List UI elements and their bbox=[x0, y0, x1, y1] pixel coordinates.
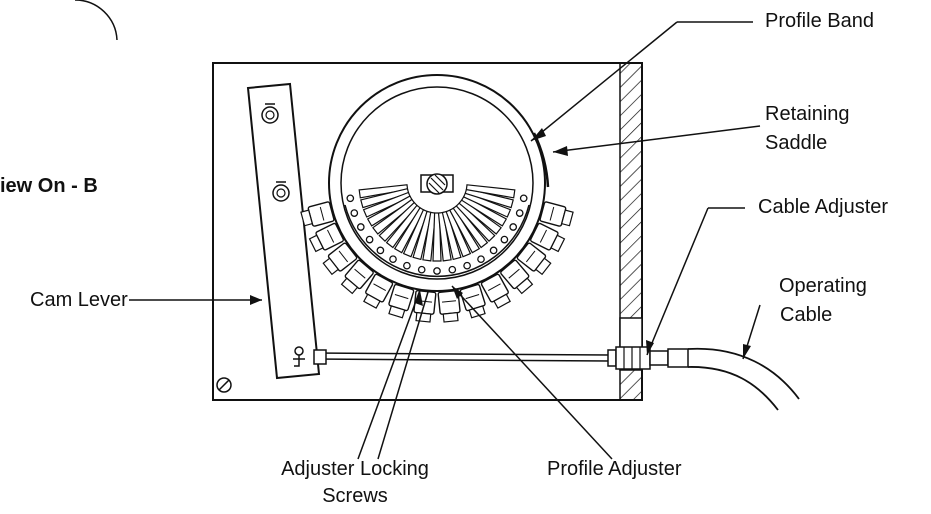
lever-mid-screw-icon bbox=[272, 181, 290, 202]
drum-spoke bbox=[460, 195, 508, 227]
drum-spoke bbox=[445, 209, 472, 258]
drum-spoke bbox=[385, 204, 422, 249]
drum-spoke bbox=[358, 184, 409, 199]
drum-hole bbox=[433, 267, 441, 275]
hatched-side-wall bbox=[619, 62, 643, 401]
cable-adjuster-assembly bbox=[607, 346, 689, 370]
drum-hole bbox=[346, 194, 355, 203]
outer-operating-cable bbox=[687, 347, 800, 411]
drum-spoke bbox=[372, 198, 416, 235]
view-label: iew On - B bbox=[0, 175, 98, 197]
drum-spoke bbox=[462, 191, 512, 218]
cam-lever bbox=[246, 82, 321, 380]
drum-spoke bbox=[458, 198, 502, 235]
drum-spoke bbox=[412, 210, 433, 261]
profile-adjuster-block bbox=[437, 289, 461, 323]
drum-hole bbox=[448, 265, 457, 274]
drum-spoke bbox=[441, 210, 462, 261]
label-cable-adjuster: Cable Adjuster bbox=[758, 196, 889, 218]
profile-adjuster-block bbox=[539, 201, 574, 227]
profile-adjuster-block bbox=[516, 242, 552, 276]
lever-top-screw-icon bbox=[261, 103, 279, 124]
label-profile-band: Profile Band bbox=[765, 10, 874, 32]
drum-hub-icon bbox=[420, 173, 454, 195]
label-profile-adjuster: Profile Adjuster bbox=[547, 458, 682, 480]
profile-adjuster-block bbox=[322, 242, 358, 276]
label-retaining-saddle-line2: Saddle bbox=[765, 132, 828, 154]
inner-cable bbox=[313, 349, 610, 365]
drum-spoke bbox=[437, 211, 452, 262]
drum-spoke bbox=[402, 209, 429, 258]
profile-band bbox=[532, 132, 550, 188]
drum-hole bbox=[519, 194, 528, 203]
drum-spoke bbox=[362, 191, 412, 218]
drum-spoke bbox=[452, 204, 489, 249]
drum-hole bbox=[489, 246, 498, 255]
drum-hole bbox=[350, 209, 359, 217]
drum-hole bbox=[515, 209, 524, 217]
drum-spoke bbox=[465, 184, 516, 199]
drum-spoke bbox=[455, 201, 496, 243]
label-adjuster-locking-screws-line1: Adjuster Locking bbox=[281, 458, 429, 480]
drum-hole bbox=[356, 223, 365, 231]
profile-adjuster-block bbox=[363, 273, 394, 309]
drum-hole bbox=[389, 255, 397, 264]
drum-hole bbox=[477, 255, 485, 264]
profile-adjusters bbox=[300, 201, 574, 323]
profile-adjuster-block bbox=[308, 222, 345, 253]
leader-lines bbox=[129, 21, 761, 460]
drum-spoke bbox=[393, 206, 426, 254]
drum-holes bbox=[346, 194, 528, 275]
profile-drum bbox=[328, 74, 546, 292]
drum-hole bbox=[500, 235, 509, 244]
drum-spoke bbox=[378, 201, 419, 243]
drum-spoke bbox=[432, 212, 442, 262]
drum-hole bbox=[509, 223, 518, 231]
lever-cable-anchor-icon bbox=[293, 346, 305, 367]
profile-adjuster-block bbox=[480, 273, 511, 309]
label-operating-cable-line1: Operating bbox=[779, 275, 867, 297]
arrow-heads bbox=[250, 128, 751, 359]
drum-spoke bbox=[448, 206, 481, 254]
profile-adjuster-block bbox=[529, 222, 566, 253]
detail-circle-fragment bbox=[75, 0, 118, 41]
profile-adjuster-block bbox=[340, 259, 374, 295]
drum-spoke bbox=[360, 187, 410, 209]
drum-hole bbox=[417, 265, 426, 274]
profile-adjuster-block bbox=[459, 283, 486, 319]
drum-hole bbox=[365, 235, 374, 244]
drum-spokes bbox=[358, 184, 516, 262]
profile-adjuster-block bbox=[500, 259, 534, 295]
profile-adjuster-block bbox=[300, 201, 335, 227]
drum-hole bbox=[463, 261, 471, 270]
profile-adjuster-block bbox=[388, 283, 415, 319]
profile-adjuster-block bbox=[413, 289, 437, 323]
drum-hole bbox=[376, 246, 385, 255]
label-operating-cable-line2: Cable bbox=[780, 304, 833, 326]
corner-screw-icon bbox=[216, 377, 232, 393]
drum-hole bbox=[403, 261, 411, 270]
drum-spoke bbox=[422, 211, 437, 262]
label-adjuster-locking-screws-line2: Screws bbox=[322, 485, 388, 507]
drum-spoke bbox=[464, 187, 514, 209]
label-retaining-saddle-line1: Retaining bbox=[765, 103, 850, 125]
label-cam-lever: Cam Lever bbox=[30, 289, 128, 311]
drum-spoke bbox=[366, 195, 414, 227]
